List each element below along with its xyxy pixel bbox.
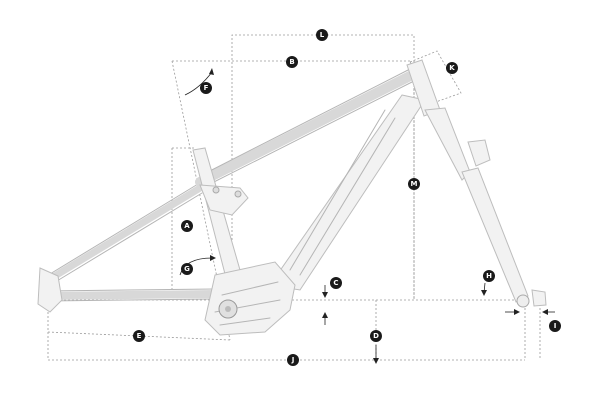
rear-dropout [37, 267, 63, 313]
arrow-h-head [481, 290, 487, 296]
marker-d-label: D [373, 332, 379, 340]
arrow-g [179, 257, 213, 276]
marker-C: C [330, 277, 342, 289]
marker-K: K [446, 62, 458, 74]
marker-j-label: J [291, 356, 295, 364]
marker-B: B [286, 56, 298, 68]
marker-i-label: I [554, 322, 557, 330]
marker-a-label: A [184, 222, 190, 230]
marker-i-circle [549, 320, 561, 332]
arrow-i-right-head [542, 309, 548, 315]
fork-leg [461, 167, 529, 303]
marker-D: D [370, 330, 382, 342]
marker-g-label: G [184, 265, 190, 273]
arrow-g-head [210, 255, 216, 261]
marker-b-label: B [289, 58, 294, 66]
marker-F: F [200, 82, 212, 94]
marker-I: I [549, 320, 561, 332]
arrow-c-up-head [322, 312, 328, 318]
front-dropout [531, 289, 547, 307]
marker-k-circle [446, 62, 458, 74]
dimension-k-box [409, 50, 462, 104]
marker-j-circle [287, 354, 299, 366]
arrow-f-head [209, 68, 214, 75]
marker-M: M [408, 178, 420, 190]
motor-housing [204, 261, 296, 336]
marker-L: L [316, 29, 328, 41]
top-tube [195, 70, 417, 187]
marker-G: G [181, 263, 193, 275]
fork-arch [467, 139, 491, 167]
marker-h-circle [483, 270, 495, 282]
marker-a-circle [181, 220, 193, 232]
marker-g-circle [181, 263, 193, 275]
bike-frame [37, 59, 547, 336]
marker-c-circle [330, 277, 342, 289]
chain-stay-edge [44, 288, 216, 302]
marker-f-label: F [204, 84, 209, 92]
rocker-link [199, 184, 249, 216]
chain-stay [41, 290, 219, 300]
marker-A: A [181, 220, 193, 232]
marker-H: H [483, 270, 495, 282]
front-axle [516, 294, 530, 308]
dimension-l-line [231, 34, 415, 300]
seat-stay [41, 184, 204, 286]
seat-stay-edge [44, 183, 203, 288]
marker-c-label: C [333, 279, 338, 287]
down-tube [269, 94, 426, 291]
top-tube-edge [199, 68, 415, 189]
marker-J: J [287, 354, 299, 366]
dimension-lines [47, 34, 541, 361]
arrows [179, 68, 555, 364]
marker-m-circle [408, 178, 420, 190]
shock-mount [234, 190, 242, 198]
marker-b-circle [286, 56, 298, 68]
arrow-d-head [373, 358, 379, 364]
arrow-c-down-head [322, 292, 328, 298]
marker-d-circle [370, 330, 382, 342]
marker-l-label: L [320, 31, 325, 39]
marker-f-circle [200, 82, 212, 94]
down-tube-edge [289, 109, 396, 276]
marker-k-label: K [449, 64, 455, 72]
arrow-i-left-head [514, 309, 520, 315]
marker-l-circle [316, 29, 328, 41]
rocker-pivot [212, 186, 220, 194]
marker-h-label: H [486, 272, 492, 280]
bb-axle [225, 306, 231, 312]
arrow-f [184, 71, 213, 96]
marker-e-circle [133, 330, 145, 342]
marker-E: E [133, 330, 145, 342]
fork-crown [424, 107, 471, 181]
marker-e-label: E [137, 332, 142, 340]
marker-m-label: M [411, 180, 418, 188]
